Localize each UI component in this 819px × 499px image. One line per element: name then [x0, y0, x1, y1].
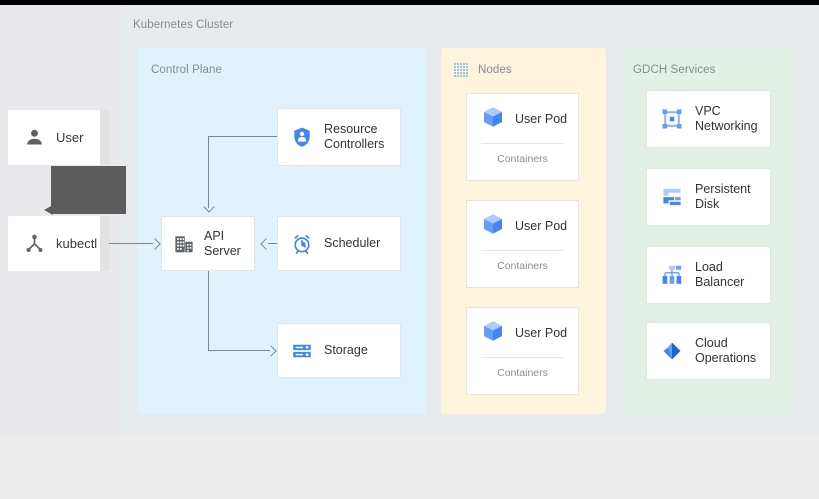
panel-title-gdch-services: GDCH Services: [633, 64, 716, 76]
edge-sched-to-api-h: [268, 243, 278, 245]
panel-title-nodes: Nodes: [478, 64, 512, 76]
service-vpc-networking[interactable]: VPC Networking: [646, 90, 771, 148]
cube-icon: [481, 212, 505, 241]
dark-overlay-rect: [51, 166, 126, 214]
node-scheduler-label: Scheduler: [324, 236, 381, 250]
node-resource-controllers[interactable]: Resource Controllers: [277, 108, 401, 166]
pod-label: User Pod: [515, 326, 568, 340]
node-storage[interactable]: Storage: [277, 323, 401, 378]
service-label: Persistent Disk: [695, 182, 751, 211]
actor-user[interactable]: User: [8, 110, 100, 165]
service-label: VPC Networking: [695, 104, 758, 133]
node-resource-controllers-label: Resource Controllers: [324, 122, 385, 151]
node-scheduler[interactable]: Scheduler: [277, 216, 401, 271]
pod-divider: [481, 357, 564, 358]
edge-kubectl-to-api: [109, 243, 153, 245]
edge-api-to-storage-v: [208, 271, 210, 351]
pod-card[interactable]: User Pod Containers: [466, 200, 579, 288]
cube-icon: [481, 105, 505, 134]
dot-grid-icon: [453, 62, 469, 78]
service-cloud-operations[interactable]: Cloud Operations: [646, 322, 771, 380]
edge-rc-to-api-h: [208, 136, 278, 138]
pod-label: User Pod: [515, 219, 568, 233]
pod-sublabel: Containers: [497, 153, 548, 165]
building-grid-icon: [173, 233, 195, 255]
dark-overlay-pointer: [44, 205, 53, 215]
panel-title-control-plane: Control Plane: [151, 64, 222, 76]
cloud-operations-icon: [661, 340, 683, 362]
alarm-clock-icon: [291, 233, 313, 255]
node-storage-label: Storage: [324, 343, 368, 357]
shield-person-icon: [291, 126, 313, 148]
person-icon: [21, 127, 47, 148]
node-api-server-label: API Server: [204, 228, 241, 258]
top-black-bar: [0, 0, 819, 5]
pod-card[interactable]: User Pod Containers: [466, 307, 579, 395]
service-label: Load Balancer: [695, 260, 745, 289]
service-load-balancer[interactable]: Load Balancer: [646, 246, 771, 304]
vpc-network-icon: [661, 108, 683, 130]
service-persistent-disk[interactable]: Persistent Disk: [646, 168, 771, 226]
bottom-strip: [0, 435, 819, 499]
actor-kubectl-label: kubectl: [56, 236, 98, 251]
server-rack-icon: [291, 340, 313, 362]
cube-icon: [481, 319, 505, 348]
load-balancer-icon: [661, 264, 683, 286]
service-label: Cloud Operations: [695, 336, 757, 365]
edge-api-to-storage-h: [208, 350, 270, 352]
kubectl-node-icon: [21, 233, 47, 254]
pod-label: User Pod: [515, 112, 568, 126]
pod-sublabel: Containers: [497, 260, 548, 272]
pod-sublabel: Containers: [497, 367, 548, 379]
pod-divider: [481, 250, 564, 251]
pod-divider: [481, 143, 564, 144]
persistent-disk-icon: [661, 186, 683, 208]
pod-card[interactable]: User Pod Containers: [466, 93, 579, 181]
actor-user-label: User: [56, 130, 84, 145]
cluster-title: Kubernetes Cluster: [133, 19, 234, 31]
edge-rc-to-api-v: [208, 136, 210, 208]
actor-kubectl[interactable]: kubectl: [8, 216, 100, 271]
node-api-server[interactable]: API Server: [161, 216, 255, 271]
